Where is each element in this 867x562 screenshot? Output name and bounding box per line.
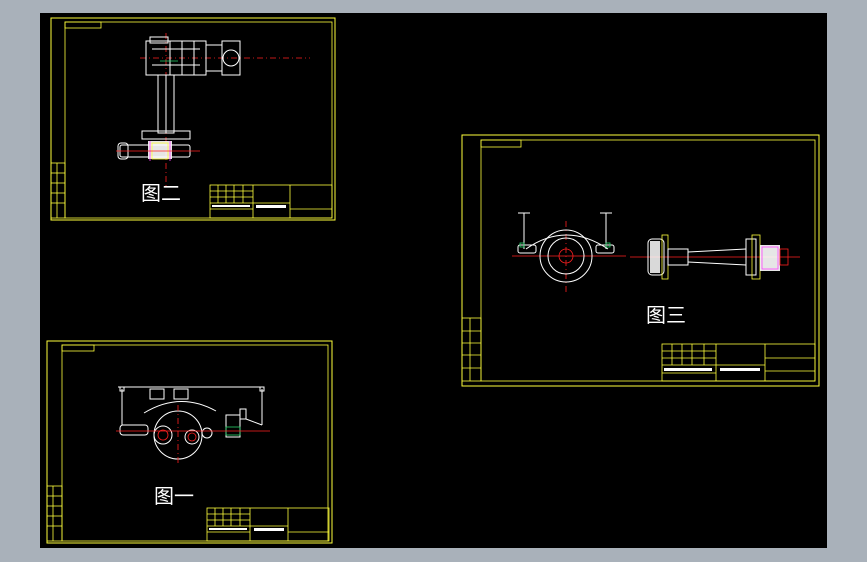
sheet-corner-tab — [61, 344, 95, 352]
sheet-outer-border — [46, 340, 333, 544]
sheet-inner-border — [480, 139, 816, 382]
title-block — [661, 343, 816, 382]
sheet-fig2: 图二 — [50, 17, 336, 221]
revision-strip — [461, 317, 482, 382]
sheet-outer-border — [50, 17, 336, 221]
sheet-corner-tab — [480, 139, 522, 148]
sheet-inner-border — [61, 344, 329, 542]
drawing-fig3 — [512, 212, 800, 295]
figure-label-fig2: 图二 — [141, 181, 181, 205]
title-block — [206, 507, 330, 542]
drawing-fig2 — [116, 33, 310, 188]
sheet-fig3: 图三 — [461, 134, 820, 387]
drawing-fig1 — [116, 386, 270, 465]
revision-strip — [50, 162, 66, 219]
sheet-outer-border — [461, 134, 820, 387]
sheet-corner-tab — [64, 21, 102, 29]
revision-strip — [46, 485, 63, 542]
sheet-fig1: 图一 — [46, 340, 333, 544]
cad-drawing-viewport[interactable]: 图二 — [40, 13, 827, 548]
sheet-inner-border — [64, 21, 333, 219]
figure-label-fig3: 图三 — [646, 303, 686, 327]
title-block — [209, 184, 333, 219]
cad-drawing-canvas: 图二 — [46, 17, 820, 544]
figure-label-fig1: 图一 — [154, 484, 194, 508]
